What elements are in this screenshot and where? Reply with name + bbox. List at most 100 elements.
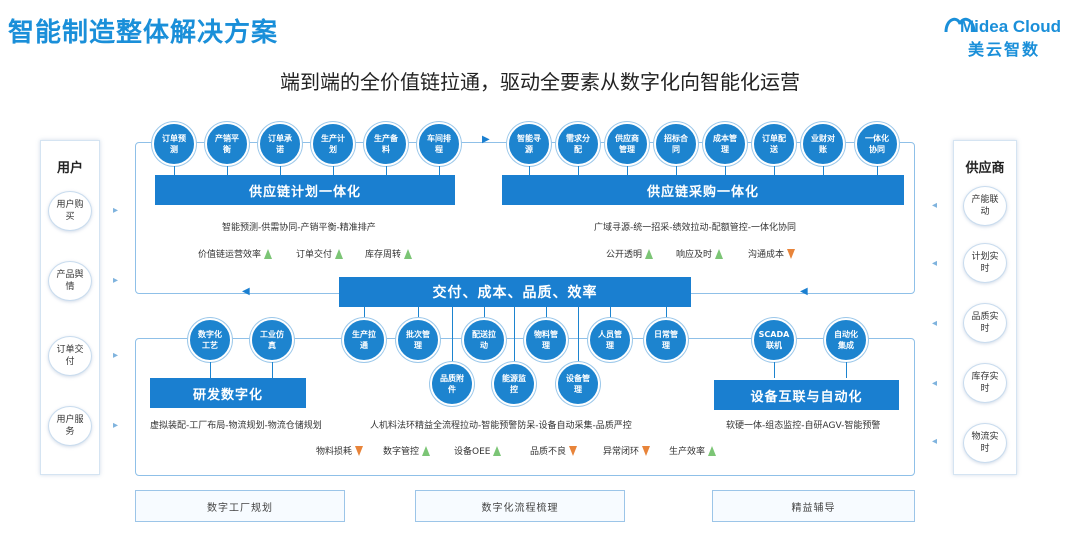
process-circle: 生产备料 xyxy=(364,122,408,166)
supplier-item: 物流实时 xyxy=(963,423,1007,463)
connector xyxy=(210,362,211,378)
process-circle: 车间排程 xyxy=(417,122,461,166)
connector xyxy=(846,362,847,378)
connector xyxy=(774,166,775,176)
user-panel-title: 用户 xyxy=(56,161,83,176)
supply-chain-procurement-bar: 供应链采购一体化 xyxy=(502,175,904,205)
flow-chevron: ◂ xyxy=(932,258,938,269)
supply-planning-desc: 智能预测-供需协同-产销平衡-精准排产 xyxy=(222,223,376,233)
connector xyxy=(227,166,228,176)
equipment-desc: 软硬一体-组态监控-自研AGV-智能预警 xyxy=(726,421,881,431)
connector xyxy=(514,307,515,365)
process-circle: 供应商管理 xyxy=(605,122,649,166)
up-arrow-icon xyxy=(493,445,502,456)
process-circle: 品质附件 xyxy=(430,362,474,406)
footer-box: 数字化流程梳理 xyxy=(415,490,625,522)
connector xyxy=(280,166,281,176)
connector xyxy=(439,166,440,176)
flow-chevron: ◂ xyxy=(932,318,938,329)
flow-chevron: ◂ xyxy=(932,436,938,447)
supplier-item: 品质实时 xyxy=(963,303,1007,343)
metric: 数字管控 xyxy=(383,444,431,457)
process-circle: 数字化工艺 xyxy=(188,318,232,362)
diagram-subtitle: 端到端的全价值链拉通，驱动全要素从数字化向智能化运营 xyxy=(280,70,800,94)
up-arrow-icon xyxy=(708,445,717,456)
connector xyxy=(484,307,485,319)
process-circle: 生产计划 xyxy=(311,122,355,166)
up-arrow-icon xyxy=(645,248,654,259)
footer-box: 数字工厂规划 xyxy=(135,490,345,522)
rd-desc: 虚拟装配-工厂布局-物流规划-物流仓储规划 xyxy=(150,421,322,431)
connector xyxy=(725,166,726,176)
connector xyxy=(676,166,677,176)
supplier-item: 计划实时 xyxy=(963,243,1007,283)
flow-chevron: ▸ xyxy=(113,420,119,431)
metric: 设备OEE xyxy=(454,444,502,457)
process-circle: 招标合同 xyxy=(654,122,698,166)
process-circle: 批次管理 xyxy=(396,318,440,362)
process-circle: 产销平衡 xyxy=(205,122,249,166)
connector xyxy=(418,307,419,319)
process-circle: 订单配送 xyxy=(752,122,796,166)
process-circle: 自动化集成 xyxy=(824,318,868,362)
supplier-item: 库存实时 xyxy=(963,363,1007,403)
metric: 品质不良 xyxy=(530,444,578,457)
connector xyxy=(610,307,611,319)
flow-arrow: ◀ xyxy=(800,286,808,297)
flow-chevron: ▸ xyxy=(113,275,119,286)
process-circle: 日常管理 xyxy=(644,318,688,362)
logo-text: Midea Cloud xyxy=(960,17,1061,36)
metric: 异常闭环 xyxy=(603,444,651,457)
connector xyxy=(666,307,667,319)
connector xyxy=(877,166,878,176)
down-arrow-icon xyxy=(569,445,578,456)
connector xyxy=(578,307,579,365)
user-item: 产品舆情 xyxy=(48,261,92,301)
connector xyxy=(364,307,365,319)
connector xyxy=(627,166,628,176)
metric: 订单交付 xyxy=(296,247,344,260)
supplier-item: 产能联动 xyxy=(963,186,1007,226)
logo-subtitle: 美云智数 xyxy=(968,40,1041,59)
process-circle: SCADA联机 xyxy=(752,318,796,362)
process-circle: 需求分配 xyxy=(556,122,600,166)
down-arrow-icon xyxy=(642,445,651,456)
connector xyxy=(578,166,579,176)
flow-chevron: ▸ xyxy=(113,205,119,216)
metric: 沟通成本 xyxy=(748,247,796,260)
metric: 库存周转 xyxy=(365,247,413,260)
flow-chevron: ◂ xyxy=(932,378,938,389)
process-circle: 配送拉动 xyxy=(462,318,506,362)
down-arrow-icon xyxy=(355,445,364,456)
connector xyxy=(272,362,273,378)
connector xyxy=(386,166,387,176)
user-item: 用户购买 xyxy=(48,191,92,231)
connector xyxy=(529,166,530,176)
flow-arrow: ▶ xyxy=(482,134,490,145)
process-circle: 能源监控 xyxy=(492,362,536,406)
core-goals-bar: 交付、成本、品质、效率 xyxy=(339,277,691,307)
midea-cloud-logo: Midea Cloud xyxy=(944,17,1061,36)
metric: 价值链运营效率 xyxy=(198,247,273,260)
metric: 公开透明 xyxy=(606,247,654,260)
connector xyxy=(546,307,547,319)
user-panel: 用户 用户购买 产品舆情 订单交付 用户服务 xyxy=(40,140,100,475)
flow-chevron: ▸ xyxy=(113,350,119,361)
process-circle: 人员管理 xyxy=(588,318,632,362)
rd-digitalization-bar: 研发数字化 xyxy=(150,378,306,408)
connector xyxy=(333,166,334,176)
user-item: 用户服务 xyxy=(48,406,92,446)
connector xyxy=(774,362,775,378)
supply-chain-planning-bar: 供应链计划一体化 xyxy=(155,175,455,205)
process-circle: 生产拉通 xyxy=(342,318,386,362)
up-arrow-icon xyxy=(422,445,431,456)
user-item: 订单交付 xyxy=(48,336,92,376)
up-arrow-icon xyxy=(335,248,344,259)
process-circle: 订单承诺 xyxy=(258,122,302,166)
procurement-desc: 广域寻源-统一招采-绩效拉动-配额管控-一体化协同 xyxy=(594,223,796,233)
supplier-panel: 供应商 产能联动 计划实时 品质实时 库存实时 物流实时 xyxy=(953,140,1017,475)
process-circle: 成本管理 xyxy=(703,122,747,166)
up-arrow-icon xyxy=(715,248,724,259)
connector xyxy=(174,166,175,176)
process-circle: 智能寻源 xyxy=(507,122,551,166)
